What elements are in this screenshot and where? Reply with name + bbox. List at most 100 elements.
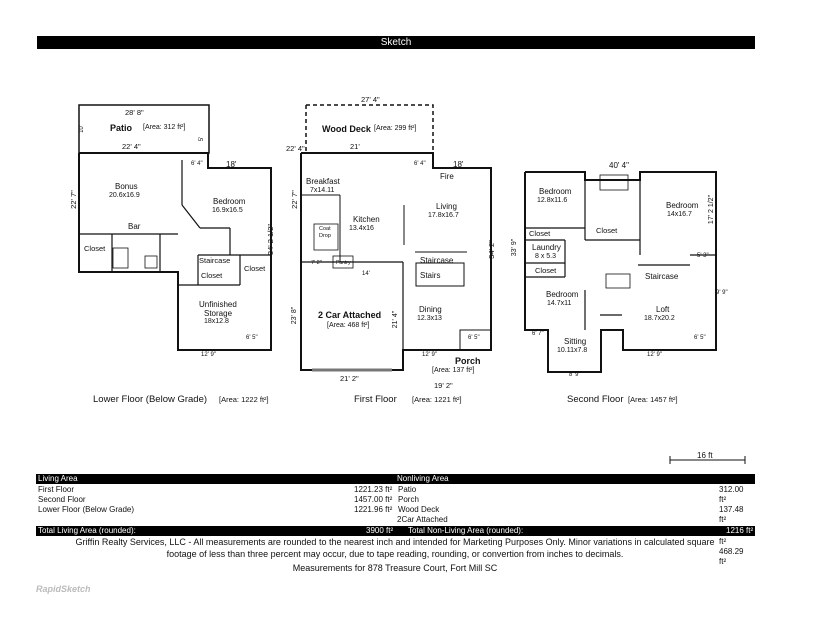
living-label: Living — [436, 202, 457, 211]
nonliving-area-header: Nonliving Area — [397, 474, 449, 483]
porch-label: Porch — [455, 356, 481, 366]
dim-label: 18' — [226, 160, 237, 169]
closet-label: Closet — [529, 229, 551, 238]
table-row: First Floor 1221.23 ft² Patio 312.00 — [36, 485, 755, 495]
dim-label: 6' 4" — [414, 161, 426, 167]
breakfast-label: Breakfast — [306, 177, 340, 186]
first-floor-title: First Floor — [354, 394, 397, 405]
table-extra-row: ft² — [36, 537, 755, 547]
living-area-header: Living Area — [38, 474, 78, 483]
lower-floor-walls — [78, 104, 272, 351]
table-row: 2Car Attached ft² — [36, 515, 755, 525]
bedroom-label: Bedroom — [546, 290, 579, 299]
closet-label: Closet — [201, 271, 223, 280]
garage-area: [Area: 468 ft²] — [327, 322, 370, 329]
dim-label: 8' 9" — [569, 372, 581, 378]
dim-label: 7' 2" — [311, 260, 322, 266]
table-extra-row: ft² — [36, 557, 755, 567]
staircase-label: Staircase — [199, 256, 231, 265]
dim-label: 34' 2 1/2" — [266, 223, 276, 256]
dim-label: 19' 2" — [434, 381, 453, 390]
table-total-row: Total Living Area (rounded): 3900 ft² To… — [36, 526, 755, 536]
living-value: 1221.23 ft² — [354, 485, 393, 494]
lower-floor-title: Lower Floor (Below Grade) — [93, 394, 208, 405]
loft-label: Loft — [656, 305, 670, 314]
living-value: 1221.96 ft² — [354, 505, 393, 514]
nonliving-value: 137.48 — [719, 505, 744, 514]
dim-label: 33' 9" — [511, 238, 519, 257]
living-value: 1457.00 ft² — [354, 495, 393, 504]
bedroom-dim: 14x16.7 — [667, 211, 692, 218]
closet-label: Closet — [244, 264, 266, 273]
bedroom-label: Bedroom — [539, 187, 572, 196]
dim-label: 22' 7" — [68, 190, 78, 209]
kitchen-label: Kitchen — [353, 215, 380, 224]
dim-label: 22' 7" — [289, 190, 299, 209]
first-floor-walls — [300, 104, 492, 372]
second-floor-area: [Area: 1457 ft²] — [628, 395, 678, 404]
storage-dim: 18x12.8 — [204, 318, 229, 325]
dim-label: 6' 5" — [246, 335, 258, 341]
total-nonliving-value: 1216 ft² — [726, 526, 754, 535]
dim-label: 14' — [362, 271, 370, 277]
dim-label: 9' 9" — [716, 290, 728, 296]
bonus-label: Bonus — [115, 182, 138, 191]
nonliving-value: 312.00 — [719, 485, 744, 494]
laundry-dim: 8 x 5.3 — [535, 253, 557, 260]
dim-label: 5' 3" — [697, 253, 709, 259]
nonliving-value: ft² — [719, 515, 727, 524]
garage-label: 2 Car Attached — [318, 310, 382, 320]
dining-label: Dining — [419, 305, 442, 314]
disclaimer-line-1: Griffin Realty Services, LLC - All measu… — [75, 537, 715, 547]
dim-label: 21' 4" — [392, 310, 400, 329]
nonliving-name: Patio — [398, 485, 417, 494]
living-name: First Floor — [38, 485, 74, 494]
kitchen-dim: 13.4x16 — [349, 225, 374, 232]
dim-label: 23' 8" — [291, 306, 299, 325]
dining-dim: 12.3x13 — [417, 315, 442, 322]
porch-area: [Area: 137 ft²] — [432, 367, 475, 374]
coat-label: Coat — [319, 226, 331, 232]
disclaimer-line-2: footage of less than three percent may o… — [166, 549, 624, 559]
laundry-label: Laundry — [532, 243, 561, 252]
breakfast-dim: 7x14.11 — [310, 187, 335, 194]
dim-label: 22' 4" — [286, 144, 305, 153]
sketch-header: Sketch — [37, 36, 755, 49]
living-name: Second Floor — [38, 495, 86, 504]
first-floor-area: [Area: 1221 ft²] — [412, 395, 462, 404]
dim-label: 12' 9" — [647, 352, 662, 358]
sitting-dim: 10.11x7.8 — [557, 347, 588, 354]
dim-label: 21' 2" — [340, 374, 359, 383]
lower-floor-area: [Area: 1222 ft²] — [219, 395, 269, 404]
closet-label: Closet — [596, 226, 618, 235]
nonliving-name: 2Car Attached — [397, 515, 448, 524]
table-row: Second Floor 1457.00 ft² Porch ft² — [36, 495, 755, 505]
dim-label: 17' 2 1/2" — [708, 194, 716, 225]
storage-label: Unfinished — [199, 300, 237, 309]
staircase-label: Staircase — [420, 256, 454, 265]
living-name: Lower Floor (Below Grade) — [38, 505, 135, 514]
scale-bar — [669, 456, 746, 464]
nonliving-name: Wood Deck — [398, 505, 440, 514]
second-floor-walls — [524, 171, 717, 373]
wood-deck-area: [Area: 299 ft²] — [374, 125, 417, 132]
extra-value: 468.29 — [719, 547, 744, 556]
living-dim: 17.8x16.7 — [428, 212, 459, 219]
dim-label: 10' — [78, 125, 85, 133]
dim-label: 21' — [350, 142, 360, 151]
dim-label: 5' — [199, 136, 206, 142]
dim-label: 40' 4" — [609, 161, 629, 170]
nonliving-value: ft² — [719, 495, 727, 504]
total-living-label: Total Living Area (rounded): — [38, 526, 136, 535]
sitting-label: Sitting — [564, 337, 587, 346]
dim-label: 6' 5" — [694, 335, 706, 341]
second-floor-title: Second Floor — [567, 394, 624, 405]
drop-label: Drop — [319, 233, 331, 239]
rapidsketch-logo: RapidSketch — [36, 584, 91, 594]
dim-label: 12' 9" — [201, 352, 216, 358]
dim-label: 18' — [453, 160, 464, 169]
total-living-value: 3900 ft² — [366, 526, 394, 535]
dim-label: 27' 4" — [361, 95, 380, 104]
bedroom-dim: 12.8x11.6 — [537, 197, 568, 204]
dim-label: 34' 2" — [486, 240, 496, 259]
